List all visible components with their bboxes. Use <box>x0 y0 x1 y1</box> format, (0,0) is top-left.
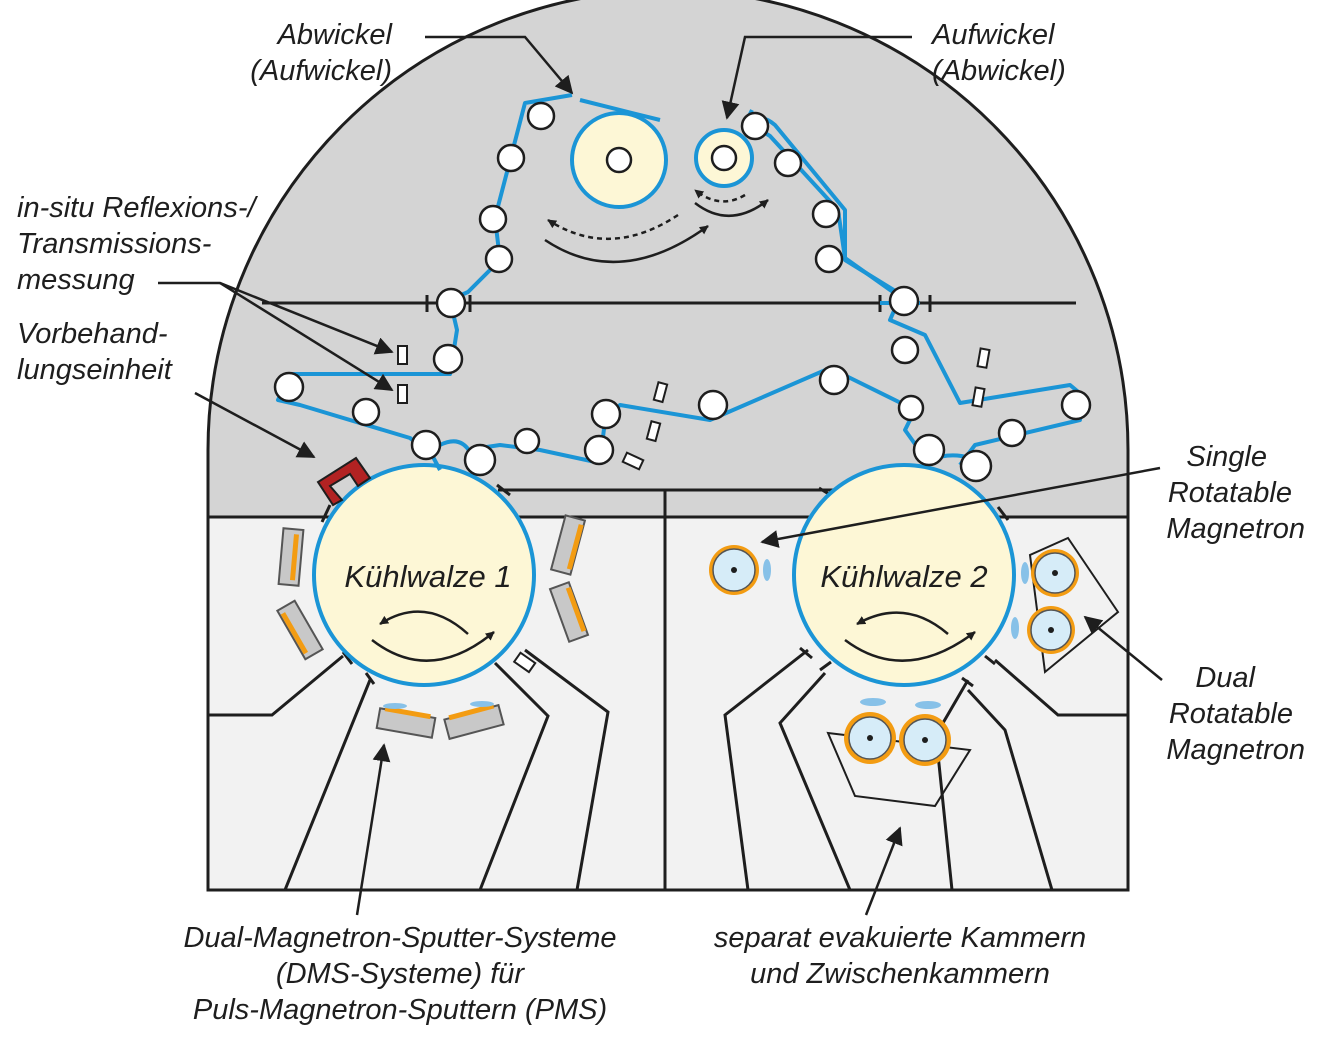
rotation-arrow <box>544 224 709 264</box>
unwinder-roll <box>570 111 668 209</box>
separation-wall <box>778 671 852 891</box>
separation-wall <box>723 648 809 891</box>
separation-wall <box>283 679 372 891</box>
insitu-label: in-situ Reflexions-/ <box>17 192 258 224</box>
optical-sensors <box>397 345 991 674</box>
single-magnetron-label: Single <box>1186 441 1267 473</box>
dual-magnetron-housing <box>1028 536 1120 674</box>
separation-wall <box>994 658 1128 717</box>
upper-chamber <box>206 0 1130 519</box>
rotation-arrow <box>694 199 769 217</box>
chambers-label: separat evakuierte Kammern <box>714 922 1086 954</box>
guide-rollers <box>273 101 1092 483</box>
single-magnetron-label: Rotatable <box>1168 477 1292 509</box>
drum-1-label: Kühlwalze 1 <box>344 559 511 594</box>
separation-wall <box>208 654 344 717</box>
rotation-arrow <box>844 631 976 662</box>
dms-magnetrons-drum-1 <box>275 514 590 741</box>
pretreatment-label: Vorbehand- <box>17 318 167 350</box>
separation-wall <box>966 688 1054 891</box>
rotation-arrow <box>371 631 495 662</box>
rewinder-label: (Abwickel) <box>932 55 1066 87</box>
vacuum-chamber <box>206 0 1130 892</box>
insitu-label: messung <box>17 264 135 296</box>
dual-magnetron-label: Dual <box>1195 662 1256 694</box>
rotation-arrow <box>379 610 469 635</box>
annotation-labels: Abwickel (Aufwickel) Aufwickel (Abwickel… <box>17 19 1305 1026</box>
cooling-drum-1: Kühlwalze 1 <box>312 463 536 687</box>
leader-lines <box>158 35 1163 916</box>
rotation-arrow <box>694 189 746 203</box>
rotation-arrow <box>856 611 949 635</box>
dual-magnetron-label: Rotatable <box>1169 698 1293 730</box>
gap-seals <box>320 295 1010 688</box>
rewinder-label: Aufwickel <box>930 19 1056 51</box>
single-magnetron-label: Magnetron <box>1166 513 1305 545</box>
pretreatment-unit <box>316 456 372 507</box>
dual-rotatable-magnetron-right <box>1011 549 1079 654</box>
separation-wall <box>524 648 610 891</box>
unwinder-label: (Aufwickel) <box>250 55 392 87</box>
drum-2-label: Kühlwalze 2 <box>820 559 987 594</box>
dms-label: Puls-Magnetron-Sputtern (PMS) <box>193 994 607 1026</box>
chambers-label: und Zwischenkammern <box>750 958 1050 990</box>
single-rotatable-magnetron <box>709 545 771 595</box>
dms-label: (DMS-Systeme) für <box>276 958 525 990</box>
unwinder-label: Abwickel <box>276 19 394 51</box>
separation-wall <box>478 661 550 891</box>
rotation-arrow <box>547 213 679 241</box>
dual-magnetron-label: Magnetron <box>1166 734 1305 766</box>
dual-rotatable-magnetron-bottom <box>844 698 951 766</box>
cooling-drum-2: Kühlwalze 2 <box>792 463 1016 687</box>
rewinder-roll <box>694 128 754 188</box>
dms-label: Dual-Magnetron-Sputter-Systeme <box>183 922 616 954</box>
pretreatment-label: lungseinheit <box>17 354 174 386</box>
insitu-label: Transmissions- <box>17 228 211 260</box>
